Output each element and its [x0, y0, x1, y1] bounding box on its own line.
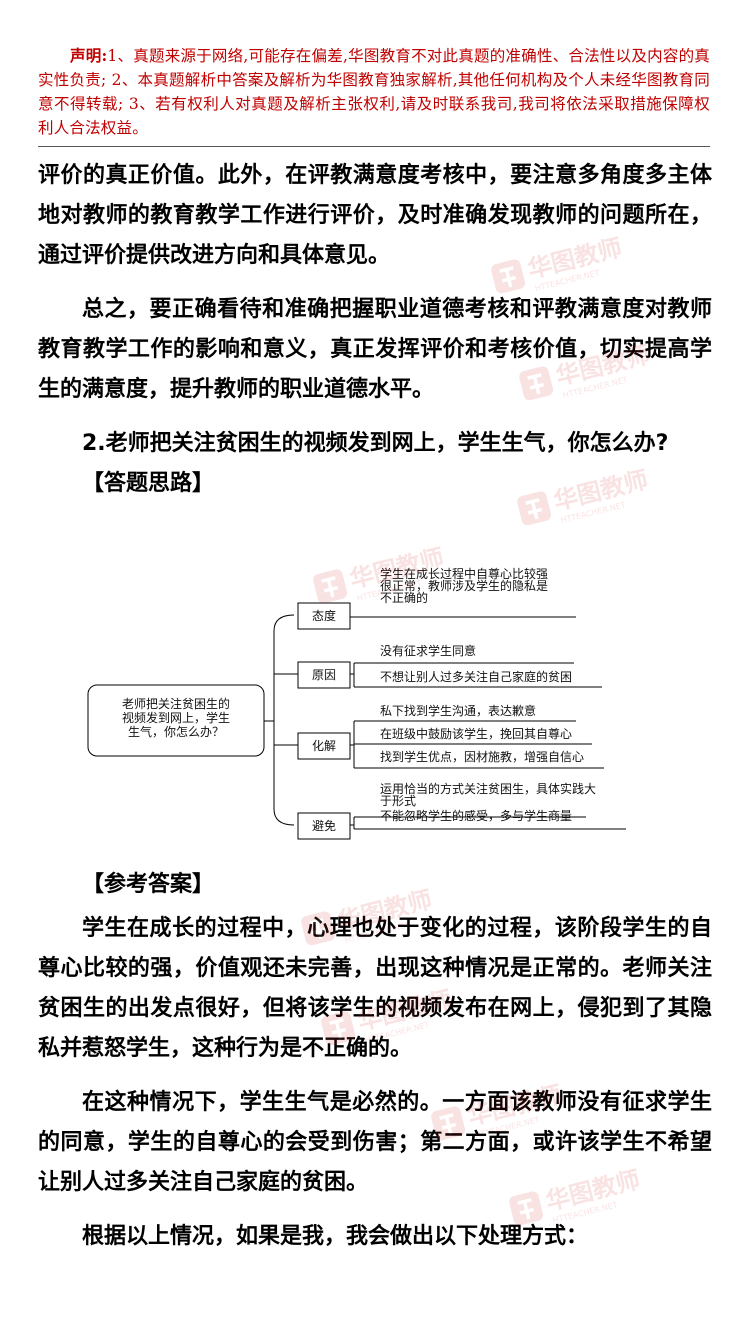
leaf-label-line: 运用恰当的方式关注贫困生，具体实践大: [380, 781, 596, 796]
branch-node: [297, 661, 351, 689]
disclaimer-lead: 声明:: [70, 46, 108, 65]
leaf-label: 运用恰当的方式关注贫困生，具体实践大于形式: [380, 781, 596, 808]
header-divider: [38, 146, 710, 147]
branch-node: [297, 732, 351, 760]
answer-paragraph-2: 在这种情况下，学生生气是必然的。一方面该教师没有征求学生的同意，学生的自尊心的会…: [38, 1090, 712, 1195]
branch-node: [297, 812, 351, 840]
answer-paragraph-1: 学生在成长的过程中，心理也处于变化的过程，该阶段学生的自尊心比较的强，价值观还未…: [38, 916, 712, 1061]
branch-node: [297, 602, 351, 630]
leaf-label-line: 不正确的: [380, 590, 428, 605]
leaf-label-line: 在班级中鼓励该学生，挽回其自尊心: [380, 726, 572, 741]
root-label: 老师把关注贫困生的视频发到网上，学生生气，你怎么办？: [122, 696, 230, 739]
leaf-label: 找到学生优点，因材施教，增强自信心: [380, 749, 584, 764]
leaf-label-line: 很正常，教师涉及学生的隐私是: [380, 578, 548, 593]
paragraph-summary: 总之，要正确看待和准确把握职业道德考核和评教满意度对教师教育教学工作的影响和意义…: [38, 297, 712, 402]
section-lower: 【参考答案】 学生在成长的过程中，心理也处于变化的过程，该阶段学生的自尊心比较的…: [38, 865, 712, 1271]
leaf-label: 不想让别人过多关注自己家庭的贫困: [380, 669, 572, 684]
mind-map: 老师把关注贫困生的视频发到网上，学生生气，你怎么办？ 态度 学生在成长过程中自尊心比…: [87, 566, 626, 840]
root-label-line: 老师把关注贫困生的: [122, 696, 230, 711]
leaf-label: 在班级中鼓励该学生，挽回其自尊心: [380, 726, 572, 741]
branch-label: 避免: [312, 818, 336, 833]
branch-label: 化解: [312, 739, 336, 753]
leaf-label: 私下找到学生沟通，表达歉意: [380, 703, 536, 718]
answer-paragraph-3: 根据以上情况，如果是我，我会做出以下处理方式：: [82, 1224, 589, 1249]
root-label-line: 生气，你怎么办？: [128, 724, 224, 739]
leaf-label: 学生在成长过程中自尊心比较强很正常，教师涉及学生的隐私是不正确的: [380, 566, 548, 605]
approach-heading: 【答题思路】: [82, 471, 215, 496]
leaf-label: 没有征求学生同意: [380, 643, 476, 658]
leaf-label-line: 不能忽略学生的感受，多与学生商量: [380, 808, 572, 823]
root-node: [87, 684, 265, 757]
disclaimer: 声明:1、真题来源于网络,可能存在偏差,华图教育不对此真题的准确性、合法性以及内…: [38, 44, 710, 140]
root-label-line: 视频发到网上，学生: [122, 710, 230, 725]
leaf-label-line: 没有征求学生同意: [380, 643, 476, 658]
disclaimer-text: 1、真题来源于网络,可能存在偏差,华图教育不对此真题的准确性、合法性以及内容的真…: [38, 47, 711, 137]
leaf-label: 不能忽略学生的感受，多与学生商量: [380, 808, 572, 823]
question-title: 2.老师把关注贫困生的视频发到网上，学生生气，你怎么办?: [82, 431, 669, 456]
leaf-label-line: 不想让别人过多关注自己家庭的贫困: [380, 669, 572, 684]
leaf-label-line: 学生在成长过程中自尊心比较强: [380, 566, 548, 581]
section-upper: 评价的真正价值。此外，在评教满意度考核中，要注意多角度多主体地对教师的教育教学工…: [38, 156, 712, 504]
paragraph-continuation: 评价的真正价值。此外，在评教满意度考核中，要注意多角度多主体地对教师的教育教学工…: [38, 163, 712, 268]
leaf-label-line: 找到学生优点，因材施教，增强自信心: [380, 749, 584, 764]
answer-heading: 【参考答案】: [82, 872, 215, 897]
branch-label: 态度: [312, 608, 336, 623]
leaf-label-line: 于形式: [380, 794, 416, 808]
leaf-label-line: 私下找到学生沟通，表达歉意: [380, 703, 536, 718]
branch-label: 原因: [312, 668, 336, 682]
